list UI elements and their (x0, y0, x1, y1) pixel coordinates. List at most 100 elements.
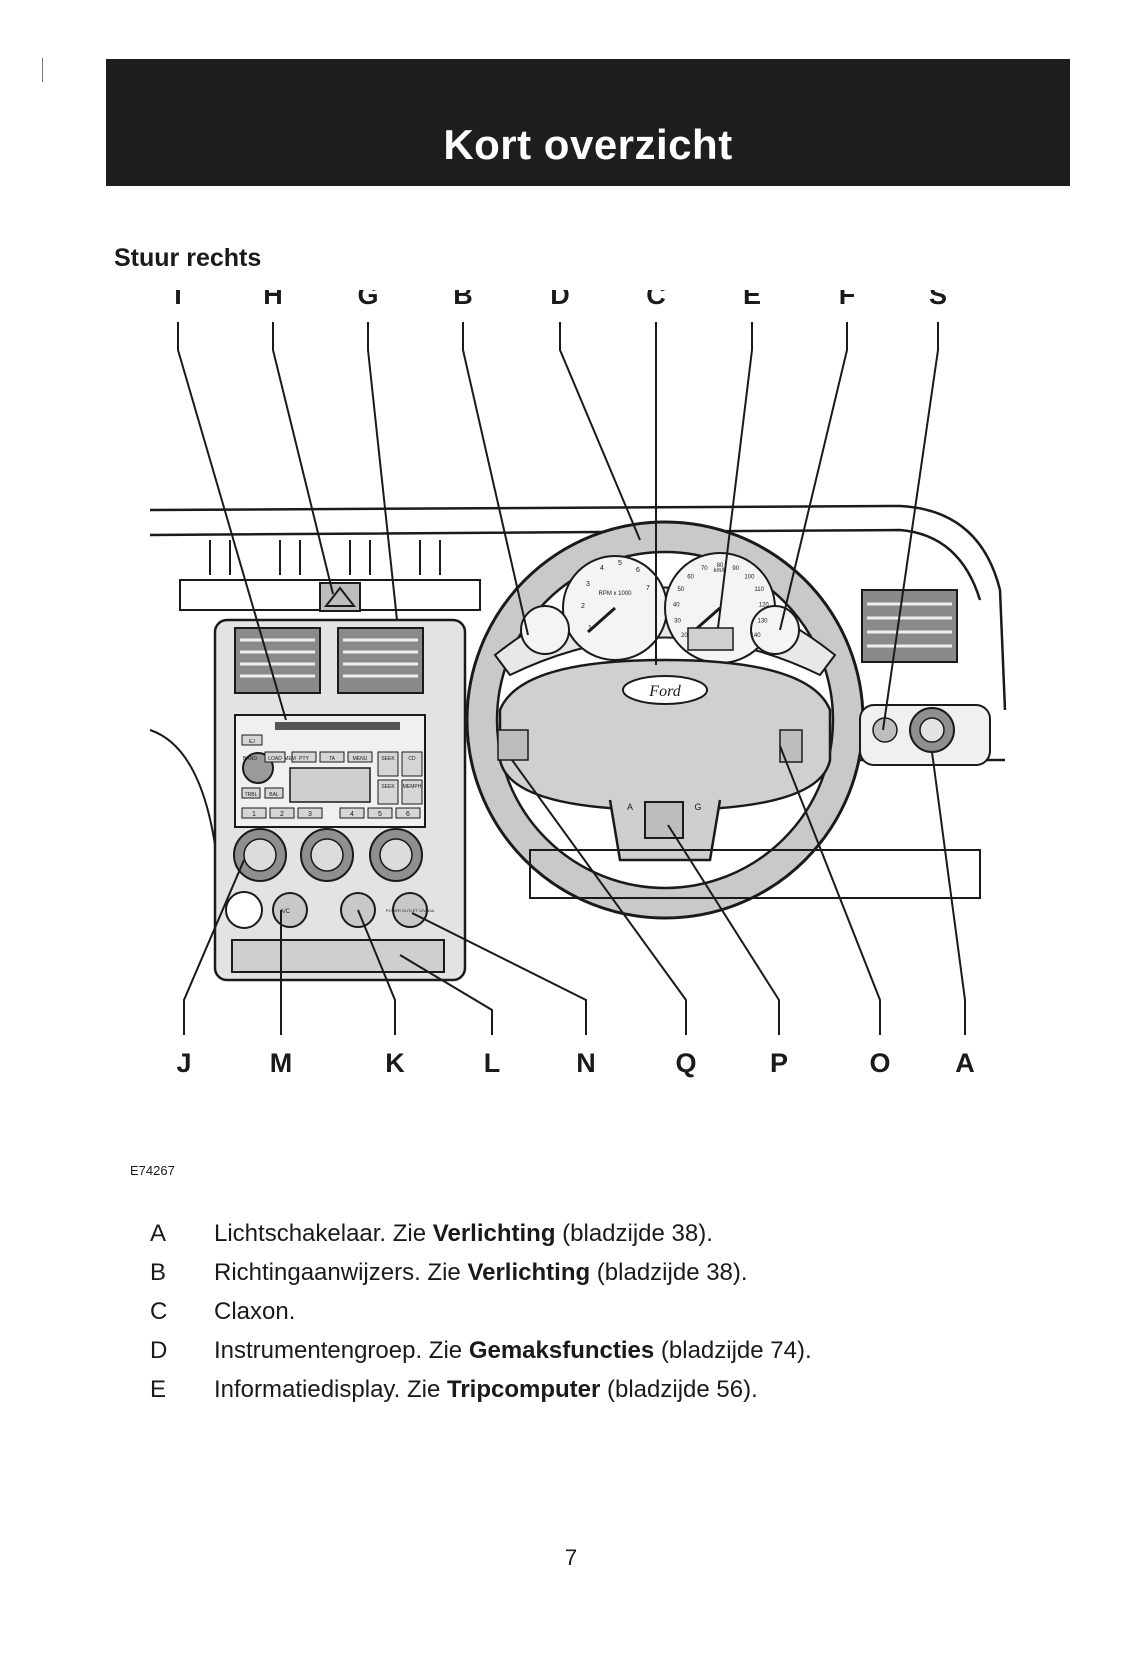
radio-button-label: LOAD (268, 756, 282, 762)
speed-mark: 130 (757, 618, 768, 624)
radio-button-label: CD (408, 756, 416, 762)
speed-mark: 110 (754, 587, 764, 593)
radio-button-label: TRBL (245, 792, 258, 798)
legend-item: B Richtingaanwijzers. Zie Verlichting (bl… (150, 1253, 1050, 1292)
speed-mark: 30 (674, 618, 681, 624)
callout-label-g: G (357, 290, 378, 310)
legend-description: Claxon. (214, 1297, 296, 1325)
legend-item: A Lichtschakelaar. Zie Verlichting (bladz… (150, 1214, 1050, 1253)
callout-label-m: M (270, 1048, 293, 1078)
rpm-mark: 1 (588, 625, 592, 632)
callout-label-s: S (929, 290, 947, 310)
speed-mark: 60 (687, 574, 694, 580)
callout-label-a: A (955, 1048, 975, 1078)
callout-label-e: E (743, 290, 761, 310)
legend-description: Lichtschakelaar. Zie (214, 1219, 433, 1247)
speed-mark: 90 (732, 566, 739, 572)
callout-label-p: P (770, 1048, 788, 1078)
power-outlet-label: POWER OUTLET 12V 10A (386, 908, 435, 913)
rpm-mark: 6 (636, 567, 640, 574)
horn-letter: A (627, 802, 633, 812)
callout-label-i: I (174, 290, 182, 310)
radio-button-label: TA (329, 756, 336, 762)
rpm-unit-label: RPM x 1000 (598, 591, 632, 597)
radio-preset-label: 6 (406, 811, 410, 818)
page-title: Kort overzicht (443, 121, 733, 168)
radio-button-label: EJ (249, 739, 255, 745)
top-leader-lines (177, 322, 939, 731)
callout-label-d: D (550, 290, 570, 310)
callout-label-q: Q (675, 1048, 696, 1078)
speed-mark: 120 (759, 602, 770, 608)
legend-reference: Tripcomputer (446, 1375, 601, 1403)
radio-button-label: MEMPH (403, 784, 422, 790)
page-number: 7 (564, 1545, 578, 1570)
speed-mark: 80 (717, 563, 724, 569)
speed-mark: 140 (751, 633, 762, 639)
legend-reference: Verlichting (467, 1258, 591, 1286)
radio-preset-label: 5 (378, 811, 382, 818)
legend-item: C Claxon. (150, 1292, 1050, 1331)
legend-list: A Lichtschakelaar. Zie Verlichting (bladz… (150, 1214, 1050, 1409)
crop-mark (42, 58, 43, 82)
callout-label-k: K (385, 1048, 405, 1078)
legend-description: Instrumentengroep. Zie (214, 1336, 469, 1364)
speed-unit-label: km/h (713, 568, 726, 574)
ford-logo: Ford (648, 683, 681, 700)
speed-mark: 50 (677, 587, 684, 593)
legend-key: E (150, 1375, 167, 1403)
radio-preset-label: 3 (308, 811, 312, 818)
legend-page-ref: (bladzijde 38). (555, 1219, 713, 1247)
legend-text: Instrumentengroep. Zie Gemaksfuncties (b… (214, 1337, 812, 1365)
speed-mark: 40 (673, 602, 680, 608)
legend-reference: Verlichting (432, 1219, 556, 1247)
radio-button-label: SEEK (381, 756, 395, 762)
center-console (213, 618, 467, 982)
radio-button-label: MEM (284, 756, 296, 762)
callout-label-n: N (576, 1048, 596, 1078)
legend-reference: Gemaksfuncties (468, 1336, 655, 1364)
callout-label-f: F (839, 290, 856, 310)
figure-code: E74267 (130, 1163, 175, 1178)
radio-button-label: BAL (269, 792, 279, 798)
radio-preset-label: 1 (252, 811, 256, 818)
radio-button-label: PTY (299, 756, 309, 762)
speed-mark: 20 (681, 633, 688, 639)
hazard-button (319, 582, 361, 612)
legend-description: Richtingaanwijzers. Zie (214, 1258, 468, 1286)
callout-label-c: C (646, 290, 666, 310)
legend-text: Informatiedisplay. Zie Tripcomputer (bla… (214, 1376, 758, 1404)
radio-button-label: MENU (353, 756, 368, 762)
ac-button-label: A/C (280, 909, 291, 915)
callout-label-l: L (484, 1048, 501, 1078)
legend-text: Claxon. (214, 1298, 295, 1326)
callout-label-o: O (869, 1048, 890, 1078)
legend-description: Informatiedisplay. Zie (214, 1375, 447, 1403)
legend-page-ref: (bladzijde 74). (654, 1336, 812, 1364)
legend-key: D (150, 1336, 168, 1364)
legend-key: B (150, 1258, 167, 1286)
rpm-mark: 2 (581, 603, 585, 610)
legend-item: E Informatiedisplay. Zie Tripcomputer (bl… (150, 1370, 1050, 1409)
callout-label-h: H (263, 290, 283, 310)
section-subtitle: Stuur rechts (114, 244, 262, 272)
callout-label-b: B (453, 290, 473, 310)
dashboard-diagram: I H G B D C E F S J M K L N Q P O A (149, 290, 1007, 1078)
legend-page-ref: (bladzijde 38). (590, 1258, 748, 1286)
callout-label-j: J (176, 1048, 191, 1078)
top-vents (209, 540, 441, 575)
radio-button-label: BAND (243, 756, 257, 762)
rpm-mark: 3 (586, 581, 590, 588)
rpm-mark: 5 (618, 560, 622, 567)
legend-key: A (150, 1219, 167, 1247)
radio-button-label: SEEK (381, 784, 395, 790)
rpm-mark: 7 (646, 585, 650, 592)
speed-mark: 100 (744, 574, 755, 580)
legend-item: D Instrumentengroep. Zie Gemaksfuncties (… (150, 1331, 1050, 1370)
header-bar: Kort overzicht (106, 59, 1070, 186)
legend-key: C (150, 1297, 168, 1325)
speed-mark: 70 (701, 566, 708, 572)
radio-preset-label: 4 (350, 811, 354, 818)
